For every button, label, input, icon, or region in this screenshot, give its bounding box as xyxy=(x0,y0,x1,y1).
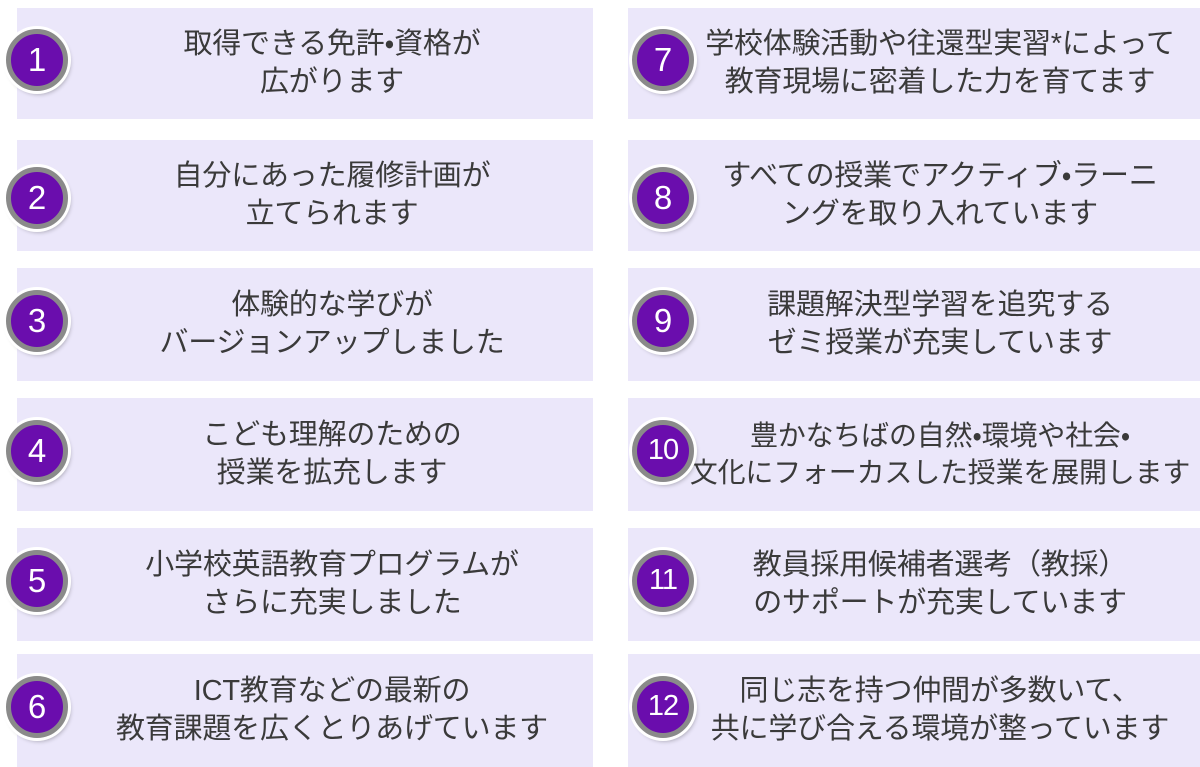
feature-text: 体験的な学びがバージョンアップしました xyxy=(0,268,594,381)
feature-text-line: ゼミ授業が充実しています xyxy=(767,326,1113,359)
feature-text-line: 共に学び合える環境が整っています xyxy=(710,712,1170,745)
feature-text: 同じ志を持つ仲間が多数いて、共に学び合える環境が整っています xyxy=(628,654,1200,767)
feature-text-line: 文化にフォーカスした授業を展開します xyxy=(689,456,1191,488)
feature-panel xyxy=(17,8,593,119)
badge-number: 6 xyxy=(27,687,47,725)
feature-number-badge-4: 4 xyxy=(6,420,68,482)
badge-number: 7 xyxy=(653,40,673,78)
feature-text-line: ICT教育などの最新の xyxy=(193,674,471,707)
feature-text-line: ングを取り入れています xyxy=(782,197,1098,230)
feature-text-line: 同じ志を持つ仲間が多数いて、 xyxy=(739,674,1141,707)
feature-text-line: さらに充実しました xyxy=(202,586,462,619)
feature-text-line: 教育現場に密着した力を育てます xyxy=(724,65,1156,98)
badge-number: 5 xyxy=(27,561,47,599)
feature-number-badge-8: 8 xyxy=(632,167,694,229)
feature-text-line: 小学校英語教育プログラムが xyxy=(145,548,519,581)
feature-panel xyxy=(17,268,593,381)
feature-number-badge-6: 6 xyxy=(6,676,68,738)
badge-number: 12 xyxy=(647,689,679,722)
feature-text-line: 豊かなちばの自然・環境や社会・ xyxy=(749,420,1131,452)
feature-text: ICT教育などの最新の教育課題を広くとりあげています xyxy=(0,654,594,767)
feature-panel xyxy=(17,140,593,251)
feature-text: すべての授業でアクティブ・ラーニングを取り入れています xyxy=(628,140,1200,251)
feature-text-line: すべての授業でアクティブ・ラーニ xyxy=(722,159,1158,192)
badge-number: 1 xyxy=(27,40,47,78)
badge-number: 4 xyxy=(27,431,47,469)
feature-panel xyxy=(628,8,1200,119)
feature-text: こども理解のための授業を拡充します xyxy=(0,398,594,511)
feature-number-badge-1: 1 xyxy=(6,29,68,91)
feature-text-line: 自分にあった履修計画が xyxy=(173,159,491,192)
feature-number-badge-11: 11 xyxy=(632,550,694,612)
badge-number: 9 xyxy=(653,301,673,339)
badge-number: 2 xyxy=(27,178,47,216)
feature-text-line: 立てられます xyxy=(245,197,419,230)
feature-text: 課題解決型学習を追究するゼミ授業が充実しています xyxy=(628,268,1200,381)
feature-text-line: 広がります xyxy=(259,65,404,98)
badge-number: 11 xyxy=(648,563,678,596)
feature-number-badge-9: 9 xyxy=(632,290,694,352)
feature-number-badge-2: 2 xyxy=(6,167,68,229)
feature-text: 小学校英語教育プログラムがさらに充実しました xyxy=(0,528,594,641)
feature-panel xyxy=(628,528,1200,641)
feature-text: 豊かなちばの自然・環境や社会・文化にフォーカスした授業を展開します xyxy=(628,398,1200,511)
feature-text-line: こども理解のための xyxy=(202,418,462,451)
feature-panel xyxy=(628,654,1200,767)
feature-text-line: 教育課題を広くとりあげています xyxy=(115,712,548,745)
feature-number-badge-7: 7 xyxy=(632,29,694,91)
feature-number-badge-3: 3 xyxy=(6,290,68,352)
feature-text-line: 学校体験活動や往還型実習*によって xyxy=(705,27,1175,60)
feature-number-badge-5: 5 xyxy=(6,550,68,612)
feature-panel xyxy=(17,654,593,767)
feature-text-line: 課題解決型学習を追究する xyxy=(767,288,1113,321)
feature-text-line: 体験的な学びが xyxy=(231,288,433,321)
feature-text-line: のサポートが充実しています xyxy=(753,586,1127,619)
feature-text: 取得できる免許・資格が広がります xyxy=(0,8,594,119)
feature-text: 教員採用候補者選考（教採） のサポートが充実しています xyxy=(628,528,1200,641)
feature-panel xyxy=(628,398,1200,511)
feature-text-line: 取得できる免許・資格が xyxy=(183,27,481,60)
feature-panel xyxy=(628,268,1200,381)
feature-item: 教員採用候補者選考（教採） のサポートが充実しています 11 xyxy=(628,528,1200,641)
feature-text-line: 授業を拡充します xyxy=(216,456,448,489)
feature-number-badge-12: 12 xyxy=(632,676,694,738)
feature-panel xyxy=(628,140,1200,251)
badge-number: 10 xyxy=(647,433,679,466)
feature-text: 学校体験活動や往還型実習*によって教育現場に密着した力を育てます xyxy=(628,8,1200,119)
badge-number: 3 xyxy=(27,301,47,339)
feature-panel xyxy=(17,398,593,511)
feature-text-line: 教員採用候補者選考（教採） xyxy=(752,548,1128,581)
feature-text-line: バージョンアップしました xyxy=(159,326,505,359)
feature-text: 自分にあった履修計画が立てられます xyxy=(0,140,594,251)
badge-number: 8 xyxy=(653,178,673,216)
feature-panel xyxy=(17,528,593,641)
feature-number-badge-10: 10 xyxy=(632,420,694,482)
